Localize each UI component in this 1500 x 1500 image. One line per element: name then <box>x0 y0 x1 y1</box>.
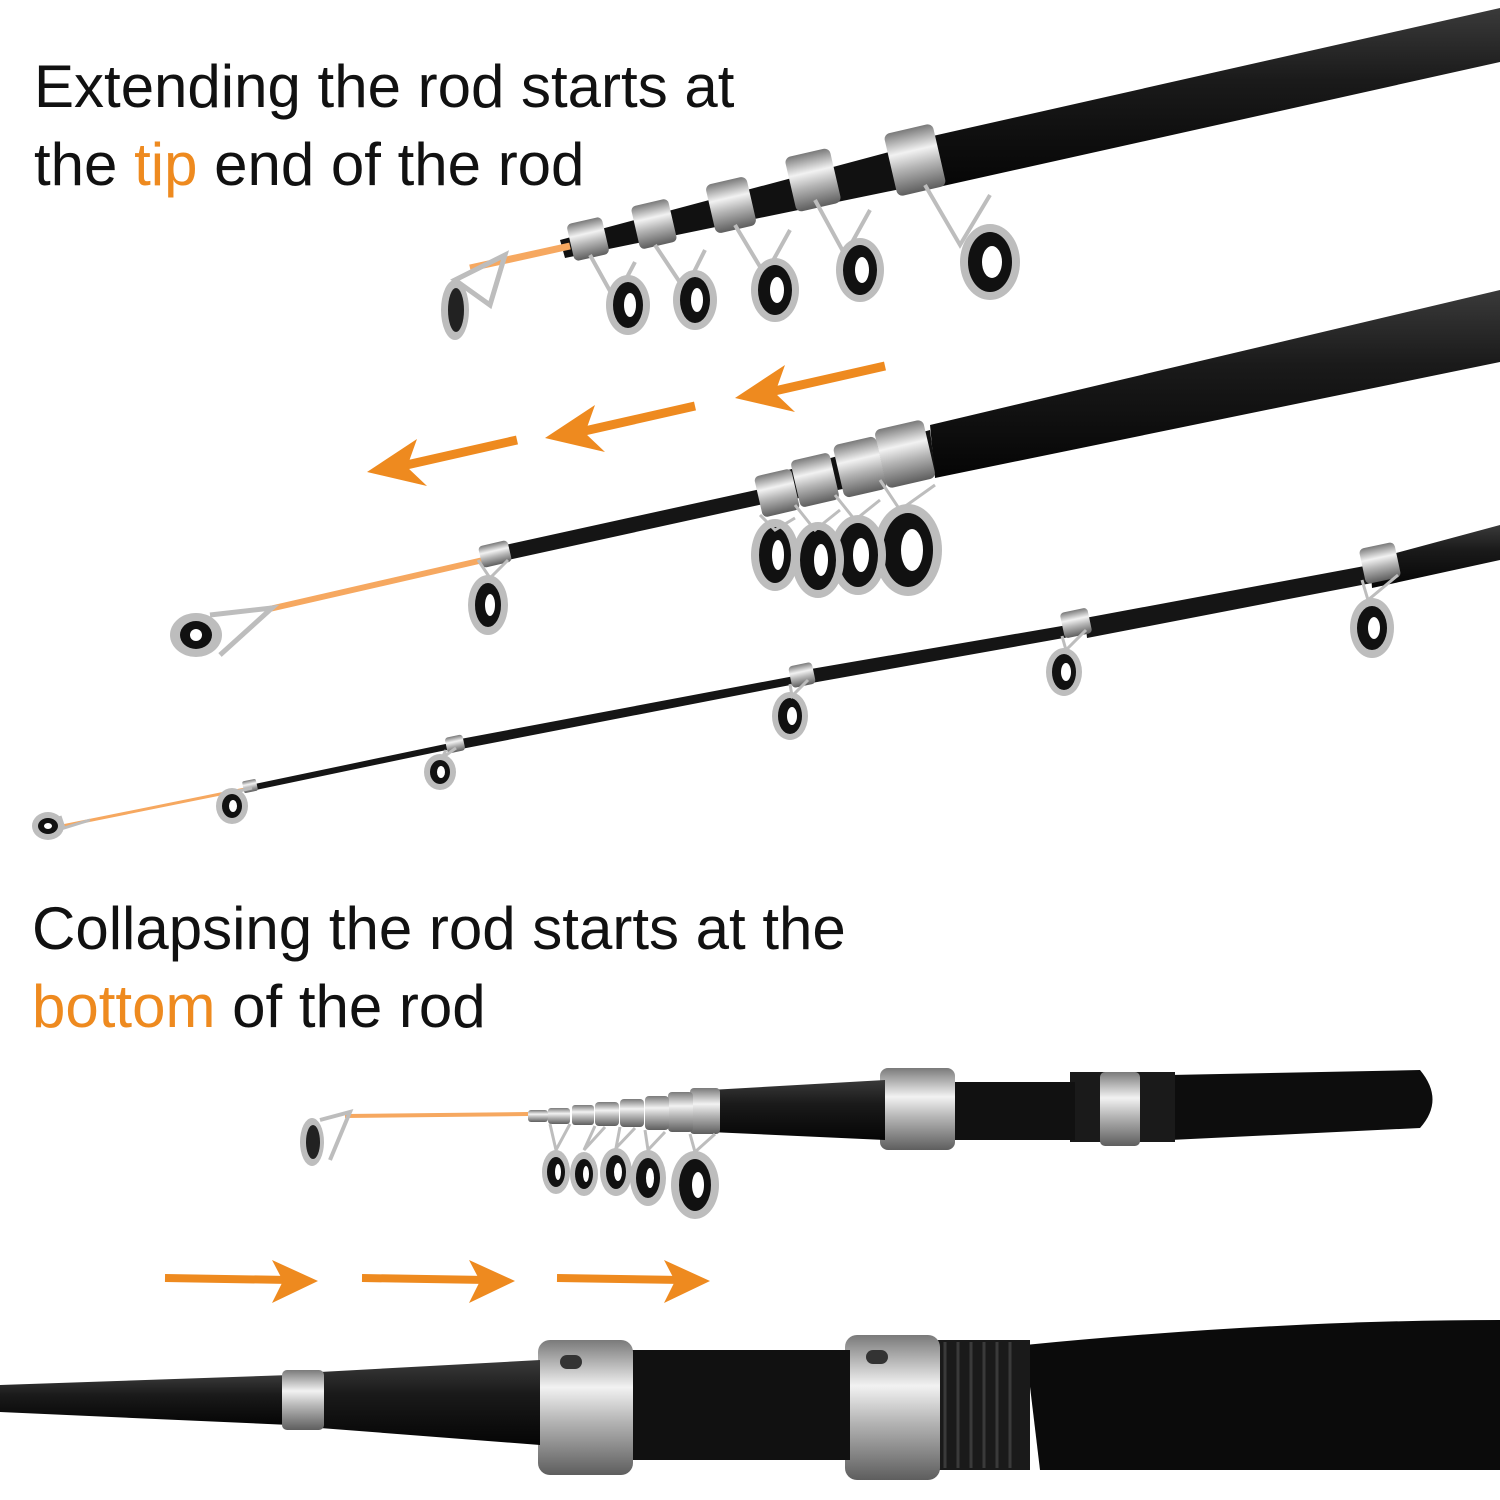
rod-butt-section <box>915 8 1500 190</box>
extend-direction-arrows <box>367 361 886 486</box>
collapse-direction-arrows <box>164 1260 710 1303</box>
reel-seat-ring <box>880 1068 955 1150</box>
collapsing-caption-line1: Collapsing the rod starts at the <box>32 895 846 962</box>
arrow-right-icon <box>164 1260 318 1303</box>
rod-blank <box>320 1360 540 1445</box>
extending-caption-line2-after: end of the rod <box>214 131 585 198</box>
guide-rings <box>300 1118 719 1219</box>
ferrule <box>548 1108 570 1124</box>
ferrule <box>785 148 841 212</box>
ferrule <box>706 177 756 233</box>
ferrule <box>528 1110 548 1122</box>
thread-lines <box>943 1342 1012 1468</box>
reel-seat-body <box>625 1350 850 1460</box>
ferrule <box>754 469 800 517</box>
rod-section <box>805 622 1086 684</box>
collapsing-caption-line2-after: of the rod <box>232 973 486 1040</box>
extending-caption-line1: Extending the rod starts at <box>34 53 735 120</box>
arrow-left-icon <box>545 401 696 452</box>
reel-seat-hood <box>845 1335 940 1480</box>
guide-rings <box>170 504 942 657</box>
rod-section <box>1085 565 1372 638</box>
ferrule <box>631 199 677 249</box>
guide-rings <box>32 598 1394 840</box>
rod-fully-extended <box>32 525 1500 840</box>
ferrule <box>1359 542 1401 584</box>
ferrule <box>478 540 512 568</box>
guide-rings <box>441 224 1020 340</box>
ferrule <box>875 420 935 488</box>
rod-partially-extended <box>170 290 1500 657</box>
arrow-right-icon <box>556 1260 710 1303</box>
ferrule <box>884 124 946 196</box>
ferrule <box>567 217 609 261</box>
rod-tip-segment <box>344 1112 529 1118</box>
ferrule <box>690 1088 720 1134</box>
arrow-left-icon <box>735 361 886 412</box>
rod-blank <box>710 1080 885 1140</box>
rod-mid-section <box>505 488 768 560</box>
collapsing-caption: Collapsing the rod starts at the bottom … <box>32 890 932 1046</box>
rod-butt-section <box>930 290 1500 478</box>
guide-frames <box>548 1123 717 1155</box>
rod-blank <box>0 1375 290 1425</box>
reel-seat-body <box>945 1082 1075 1140</box>
ferrule <box>791 453 839 507</box>
tip-top-frame <box>450 250 510 310</box>
ferrule <box>572 1105 594 1125</box>
ferrule <box>282 1370 324 1430</box>
rod-tip-segment <box>264 552 506 613</box>
rod-butt-closeup <box>0 1320 1500 1480</box>
highlight-tip: tip <box>134 131 198 198</box>
ferrule <box>645 1096 669 1130</box>
rod-section <box>455 674 806 750</box>
ferrule <box>620 1099 644 1127</box>
highlight-bottom: bottom <box>32 973 216 1040</box>
tip-top-frame <box>319 1109 354 1161</box>
rod-tip-segment <box>61 786 251 828</box>
rod-collapsed-with-handle <box>300 1068 1433 1219</box>
rod-section <box>250 742 456 791</box>
rod-collapsed-top <box>441 8 1500 340</box>
guide-frames <box>58 573 1399 830</box>
extending-caption: Extending the rod starts at the tip end … <box>34 48 854 204</box>
tip-top-frame <box>209 604 280 657</box>
foam-grip <box>1170 1070 1433 1140</box>
ferrule <box>445 734 465 754</box>
foam-grip <box>1025 1320 1500 1470</box>
ferrule <box>833 436 887 498</box>
arrow-right-icon <box>361 1260 515 1303</box>
guide-frames <box>476 479 936 581</box>
extending-caption-line2-before: the <box>34 131 118 198</box>
reel-seat-ring <box>538 1340 633 1475</box>
ferrule <box>595 1102 619 1126</box>
reel-seat-hood <box>1100 1072 1140 1146</box>
arrow-left-icon <box>367 435 518 486</box>
ferrule <box>668 1092 693 1132</box>
rod-butt-section <box>1370 525 1500 588</box>
